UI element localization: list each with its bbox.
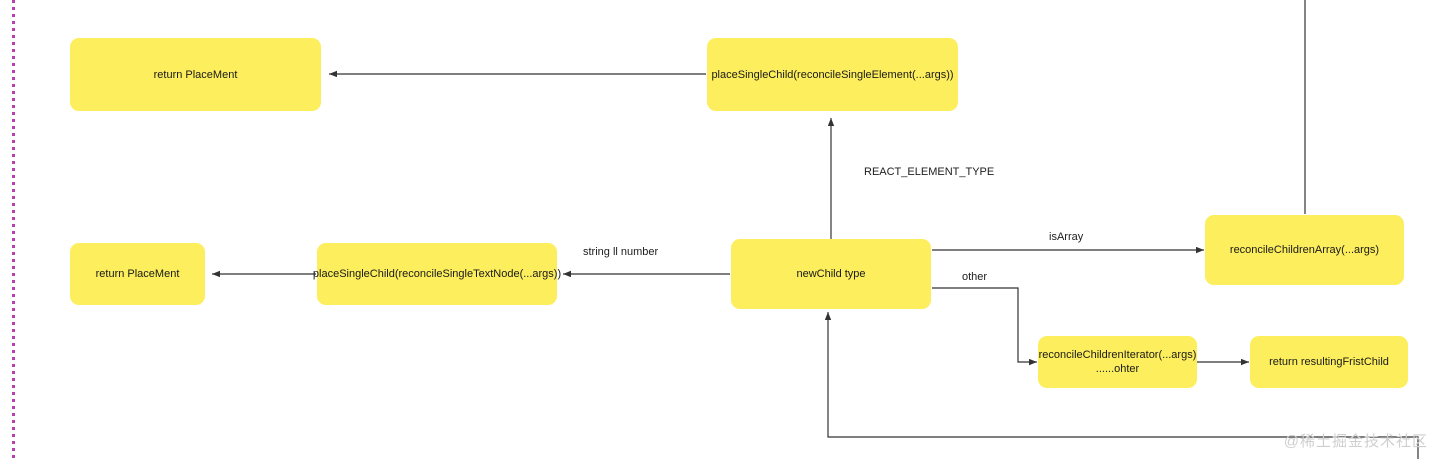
node-return-resulting-first-child[interactable]: return resultingFristChild [1250,336,1408,388]
left-dotted-rule [12,0,15,459]
node-return-placement-mid[interactable]: return PlaceMent [70,243,205,305]
node-reconcile-children-array[interactable]: reconcileChildrenArray(...args) [1205,215,1404,285]
node-place-single-child-reconcile-single-textnode[interactable]: placeSingleChild(reconcileSingleTextNode… [313,243,561,305]
edge-newchild-to-children-iterator [932,287,1037,366]
edge-label-other: other [962,271,988,283]
watermark: @稀土掘金技术社区 [1283,433,1428,450]
node-newchild-type[interactable]: newChild type [731,239,931,309]
node-place-single-child-reconcile-single-element[interactable]: placeSingleChild(reconcileSingleElement(… [707,38,958,111]
node-reconcile-children-iterator[interactable]: reconcileChildrenIterator(...args) .....… [1038,336,1197,388]
node-return-placement-top[interactable]: return PlaceMent [70,38,321,111]
edge-label-is-array: isArray [1049,231,1084,243]
edge-label-react-element-type: REACT_ELEMENT_TYPE [864,166,995,178]
edge-label-string-or-number: string ll number [583,246,659,258]
